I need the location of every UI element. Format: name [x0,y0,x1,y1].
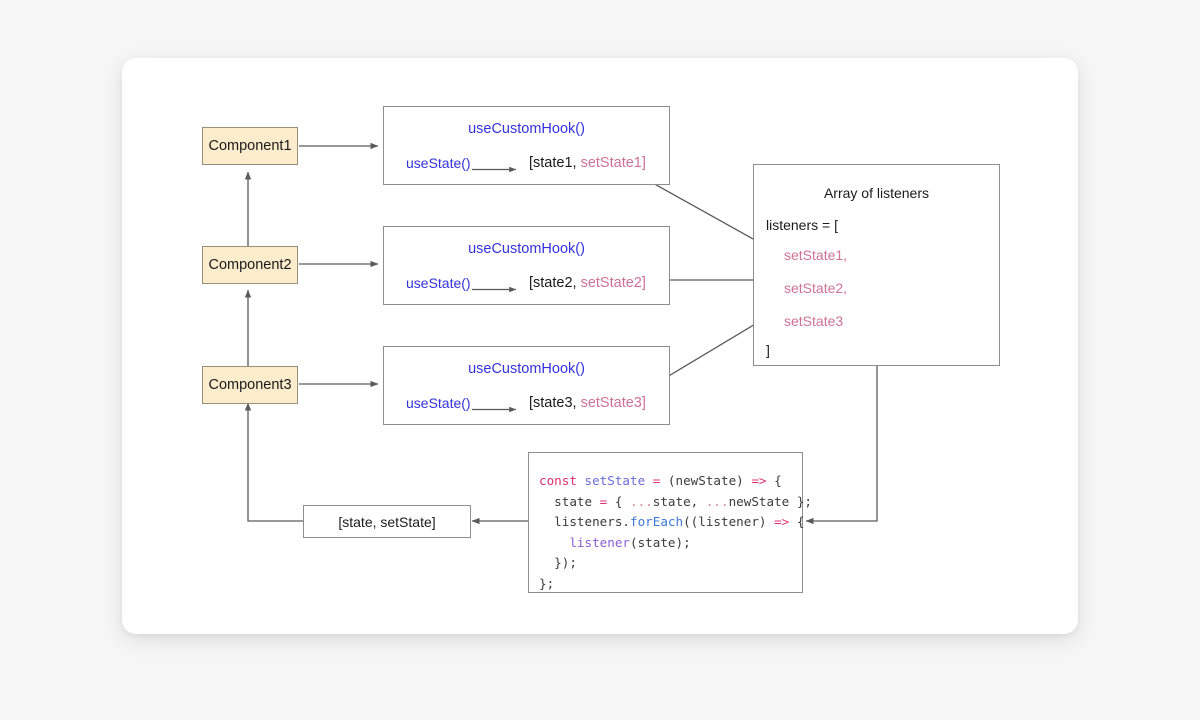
component3-box[interactable]: Component3 [202,366,298,404]
component3-label: Component3 [208,377,292,393]
hook2-inner-arrow [472,286,517,293]
hook3-row: useState() [state3, setState3] [384,392,669,418]
hook2-state-pair: [state2, setState2] [529,275,646,291]
setstate-code-text: const setState = (newState) => { state =… [539,473,812,591]
listener-item-2: setState2, [784,280,848,296]
listeners-declaration: listeners = [ [766,217,838,233]
custom-hook-box-1[interactable]: useCustomHook() useState() [state1, setS… [383,106,670,185]
hook3-state-name: [state3, [529,395,581,411]
hook2-usestate-label: useState() [406,275,471,291]
listeners-panel-title: Array of listeners [823,185,930,201]
hook3-setter-name: setState3] [580,395,646,411]
hook1-row: useState() [state1, setState1] [384,152,669,178]
hook2-title: useCustomHook() [468,241,585,257]
component2-label: Component2 [208,257,292,273]
hook2-state-name: [state2, [529,275,581,291]
state-setstate-box[interactable]: [state, setState] [303,505,471,538]
state-setstate-label: [state, setState] [338,513,436,530]
hook1-title: useCustomHook() [468,121,585,137]
component2-box[interactable]: Component2 [202,246,298,284]
hook1-setter-name: setState1] [580,155,646,171]
listeners-closing-bracket: ] [766,342,770,358]
array-of-listeners-box[interactable]: Array of listeners listeners = [ setStat… [753,164,1000,366]
listener-item-1: setState1, [784,247,848,263]
hook2-row: useState() [state2, setState2] [384,272,669,298]
hook3-inner-arrow [472,406,517,413]
component1-box[interactable]: Component1 [202,127,298,165]
hook1-state-pair: [state1, setState1] [529,155,646,171]
component1-label: Component1 [208,138,292,154]
hook1-usestate-label: useState() [406,155,471,171]
listener-item-3: setState3 [784,313,844,329]
hook1-inner-arrow [472,166,517,173]
custom-hook-box-2[interactable]: useCustomHook() useState() [state2, setS… [383,226,670,305]
hook2-setter-name: setState2] [580,275,646,291]
hook3-title: useCustomHook() [468,361,585,377]
hook3-usestate-label: useState() [406,395,471,411]
custom-hook-box-3[interactable]: useCustomHook() useState() [state3, setS… [383,346,670,425]
setstate-code-block[interactable]: const setState = (newState) => { state =… [528,452,812,593]
hook3-state-pair: [state3, setState3] [529,395,646,411]
hook1-state-name: [state1, [529,155,581,171]
